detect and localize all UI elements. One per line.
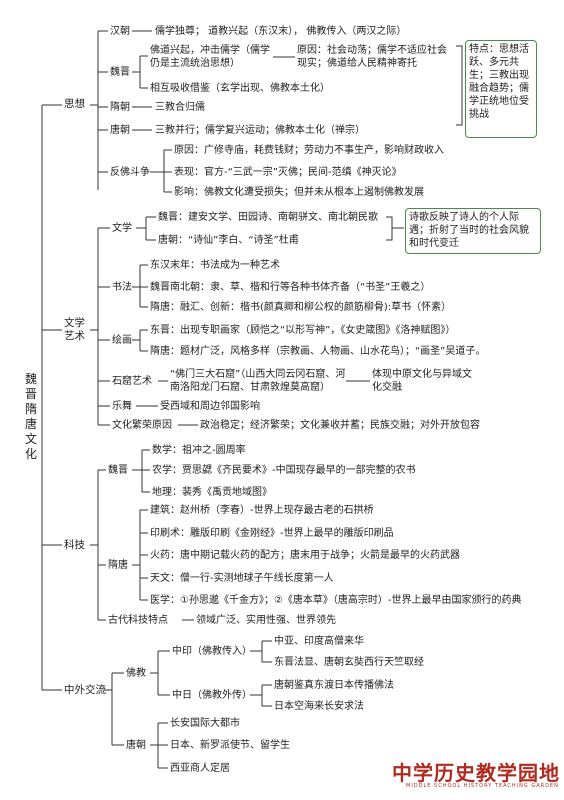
lit-huihua-label: 绘画 [112,335,132,346]
branch-exchange: 中外交流 [64,684,106,696]
ex-buddhism-in-a: 中亚、印度高僧来华 [274,636,364,647]
lit-grotto-text: “佛门三大石窟”（山西大同云冈石窟、河南洛阳龙门石窟、甘肃敦煌莫高窟） [170,369,346,393]
tech-weijin-label: 魏晋 [108,465,128,476]
thought-tang-label: 唐朝 [110,125,130,136]
tech-suitang-arch: 建筑：赵州桥（李春）-世界上现存最古老的石拱桥 [150,505,374,516]
ex-buddhism-out-b: 日本空海来长安求法 [274,701,364,712]
tech-suitang-print: 印刷术：雕版印刷《金刚经》-世界上最早的雕版印刷品 [150,528,394,539]
branch-thought: 思想 [64,98,85,110]
ex-buddhism-out-label: 中日（佛教外传） [172,690,252,701]
lit-shufa-label: 书法 [112,282,132,293]
thought-weijin-a: 佛道兴起，冲击儒学（儒学仍是主流统治思想） [150,45,270,69]
site-logo: 中学历史教学园地 [392,761,560,785]
lit-reason-text: 政治稳定；经济繁荣；文化兼收并蓄；民族交融；对外开放包容 [200,420,480,431]
lit-wenxue-tang: 唐朝：“诗仙”李白、“诗圣”杜甫 [158,235,299,246]
lit-huihua-b: 隋唐：题材广泛，风格多样（宗教画、人物画、山水花鸟）；“画圣”吴道子。 [150,346,486,357]
thought-anti-label: 反佛斗争 [110,167,150,178]
ex-buddhism-label: 佛教 [126,668,146,679]
thought-feature-box: 特点：思想活跃、多元共生；三教出现融合趋势；儒学正统地位受挑战 [465,40,537,138]
branch-tech: 科技 [64,539,85,551]
tech-suitang-med: 医学：①孙思邈《千金方》；②《唐本草》（唐高宗时）-世界上最早由国家颁行的药典 [150,595,522,606]
tech-feature-text: 领域广泛、实用性强、世界领先 [196,615,336,626]
tech-suitang-label: 隋唐 [108,560,128,571]
lit-wenxue-note-box: 诗歌反映了诗人的个人际遇；折射了当时的社会风貌和时代变迁 [405,208,541,254]
thought-han-label: 汉朝 [110,26,130,37]
tech-weijin-math: 数学：祖冲之-圆周率 [152,445,246,456]
ex-tang-b: 日本、新罗派使节、留学生 [170,740,290,751]
tech-suitang-powder: 火药：唐中期记载火药的配方；唐末用于战争；火箭是最早的火药武器 [150,550,460,561]
ex-tang-label: 唐朝 [126,740,146,751]
branch-literature: 文学艺术 [64,317,85,342]
root-title: 魏晋隋唐文化 [25,372,38,461]
tech-feature-label: 古代科技特点 [108,615,168,626]
lit-shufa-b: 魏晋南北朝：隶、草、楷和行等各种书体齐备（“书圣”王羲之） [150,282,431,293]
thought-han-text: 儒学独尊； 道教兴起（东汉末）， 佛教传入（两汉之际） [155,26,407,37]
tech-weijin-geo: 地理：裴秀《禹贡地域图》 [152,487,272,498]
ex-tang-a: 长安国际大都市 [170,718,240,729]
thought-sui-text: 三教合归儒 [155,102,205,113]
lit-music-label: 乐舞 [112,401,132,412]
thought-weijin-b: 相互吸收借鉴（玄学出现、佛教本土化） [150,83,330,94]
site-logo-subtitle: MIDDLE SCHOOL HISTORY TEACHING GARDEN [406,783,559,789]
tech-suitang-astro: 天文：僧一行-实测地球子午线长度第一人 [150,573,334,584]
lit-wenxue-weijin: 魏晋：建安文学、田园诗、南朝骈文、南北朝民歌 [158,212,378,223]
tech-weijin-agri: 农学：贾思勰《齐民要术》-中国现存最早的一部完整的农书 [152,465,416,476]
thought-anti-show: 表现：官方-“三武一宗”灭佛；民间-范缜《神灭论》 [174,167,402,178]
lit-huihua-a: 东晋：出现专职画家（顾恺之“以形写神”，《女史箴图》《洛神赋图》） [150,325,456,336]
thought-tang-text: 三教并行；儒学复兴运动；佛教本土化（禅宗） [155,125,365,136]
ex-tang-c: 西亚商人定居 [170,763,230,774]
lit-grotto-label: 石窟艺术 [112,376,152,387]
lit-wenxue-label: 文学 [112,223,132,234]
thought-weijin-cause: 原因：社会动荡；儒学不适应社会现实；佛道给人民精神寄托 [297,45,447,69]
lit-shufa-c: 隋唐：融汇、创新：楷书(颜真卿和柳公权的颜筋柳骨):草书（怀素） [150,302,452,313]
lit-reason-label: 文化繁荣原因 [112,420,172,431]
ex-buddhism-in-b: 东晋法显、唐朝玄奘西行天竺取经 [274,657,424,668]
ex-buddhism-in-label: 中印（佛教传入） [172,646,252,657]
lit-music-text: 受西域和周边邻国影响 [160,401,260,412]
ex-buddhism-out-a: 唐朝鉴真东渡日本传播佛法 [274,680,394,691]
lit-shufa-a: 东汉末年：书法成为一种艺术 [150,260,280,271]
lit-grotto-result: 体现中原文化与异域文化交融 [372,369,472,393]
thought-weijin-label: 魏晋 [110,67,130,78]
thought-anti-effect: 影响：佛教文化遭受损失；但并未从根本上遏制佛教发展 [174,187,424,198]
thought-sui-label: 隋朝 [110,102,130,113]
thought-anti-reason: 原因：广修寺庙，耗费钱财；劳动力不事生产，影响财政收入 [174,145,444,156]
